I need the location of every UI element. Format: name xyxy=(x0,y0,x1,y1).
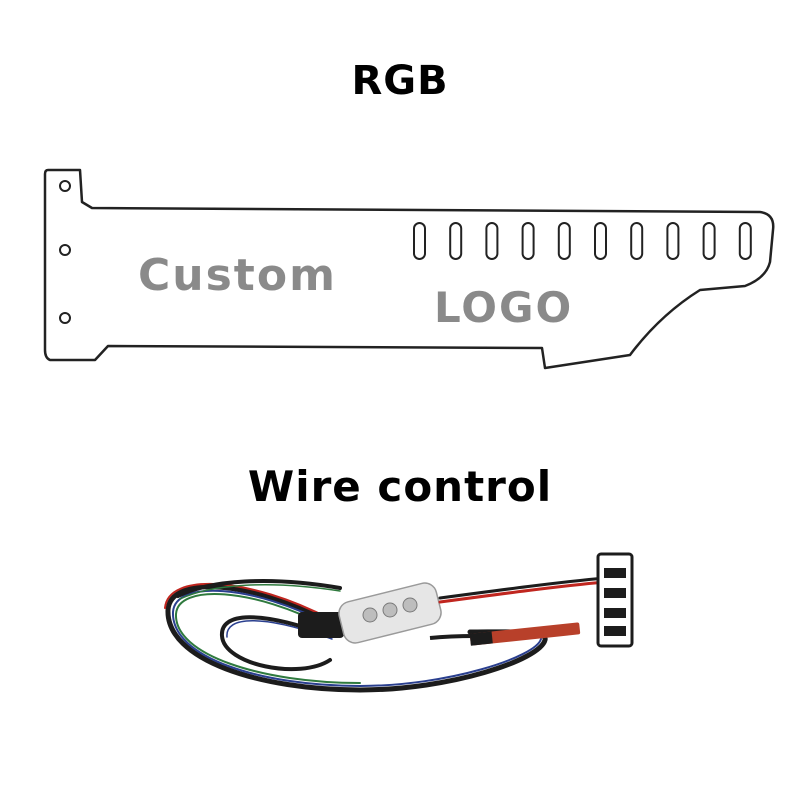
bracket-slot xyxy=(630,222,644,260)
mount-hole xyxy=(59,180,71,192)
bracket-slot xyxy=(666,222,680,260)
wire-control-illustration xyxy=(164,552,634,693)
logo-text: LOGO xyxy=(434,283,573,332)
led-strip-lead xyxy=(429,622,581,646)
mount-holes xyxy=(59,180,71,324)
controller-button xyxy=(382,602,398,618)
mount-hole xyxy=(59,312,71,324)
rgb-controller xyxy=(298,582,442,644)
wire-control-heading: Wire control xyxy=(247,462,553,511)
bracket-slot xyxy=(738,222,752,260)
four-pin-connector xyxy=(596,552,634,648)
bracket-illustration: Custom LOGO xyxy=(43,168,775,370)
bracket-outline xyxy=(43,168,775,370)
power-wire xyxy=(438,576,607,604)
bracket-slot xyxy=(485,222,499,260)
controller-button xyxy=(402,597,418,613)
bracket-slot xyxy=(594,222,607,260)
bracket-slot xyxy=(413,222,426,260)
mount-hole xyxy=(59,244,71,256)
bracket-slot xyxy=(557,222,571,260)
rgb-cable-loop xyxy=(164,579,548,693)
rgb-heading: RGB xyxy=(351,58,449,104)
controller-button xyxy=(362,607,378,623)
strip-pcb xyxy=(469,622,581,646)
custom-logo-text: Custom xyxy=(138,250,337,301)
bracket-slot xyxy=(521,222,535,260)
bracket-slot xyxy=(449,222,463,260)
controller-plug xyxy=(298,612,344,638)
bracket-slot xyxy=(702,222,716,260)
bracket-slots xyxy=(413,222,752,260)
